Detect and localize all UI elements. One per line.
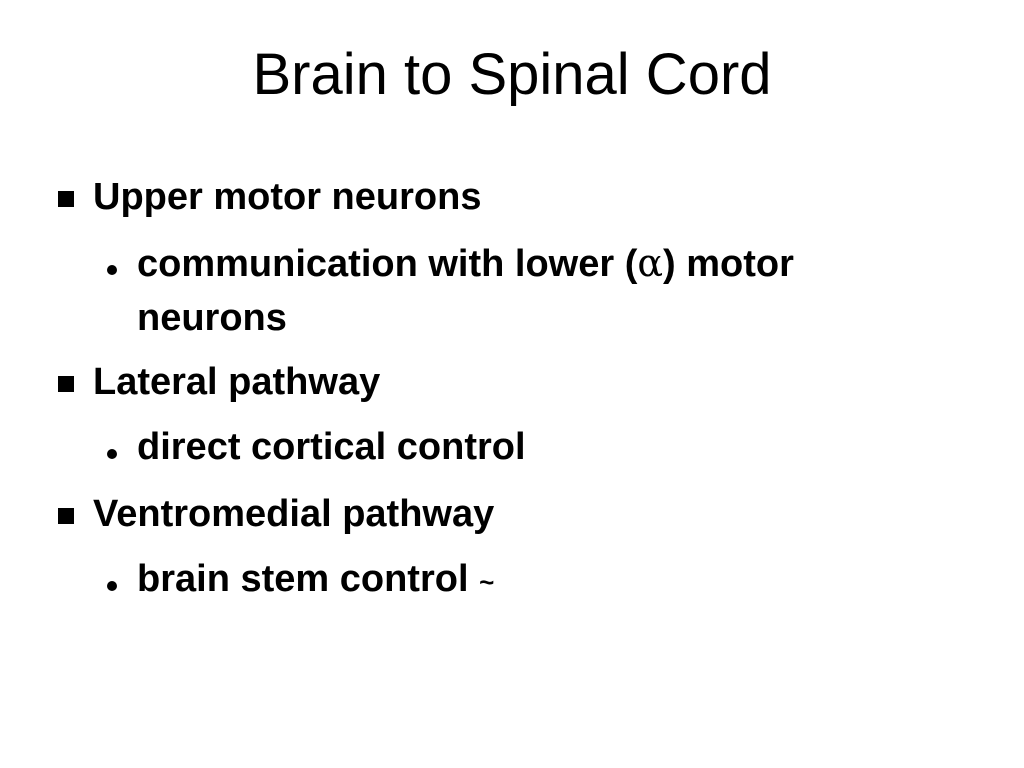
sub-bullet-text-start: communication with lower ( — [137, 243, 638, 285]
slide-title: Brain to Spinal Cord — [252, 42, 772, 107]
bullet-text: Lateral pathway — [93, 361, 381, 403]
sub-bullet-text: brain stem control ~ — [137, 552, 937, 609]
round-bullet-icon — [107, 449, 117, 459]
sub-bullet-text: communication with lower (α) motor neuro… — [137, 236, 937, 345]
sub-bullet-text: direct cortical control — [137, 426, 526, 468]
alpha-symbol: α — [637, 241, 664, 285]
sub-bullet-text-end: ) motor neurons — [137, 243, 794, 339]
sub-bullet-text-main: brain stem control — [137, 558, 469, 600]
bullet-text: Ventromedial pathway — [93, 493, 495, 535]
round-bullet-icon — [107, 265, 117, 275]
square-bullet-icon — [58, 191, 74, 207]
square-bullet-icon — [58, 376, 74, 392]
tilde-mark: ~ — [479, 567, 495, 597]
square-bullet-icon — [58, 508, 74, 524]
bullet-text: Upper motor neurons — [93, 176, 482, 218]
round-bullet-icon — [107, 581, 117, 591]
